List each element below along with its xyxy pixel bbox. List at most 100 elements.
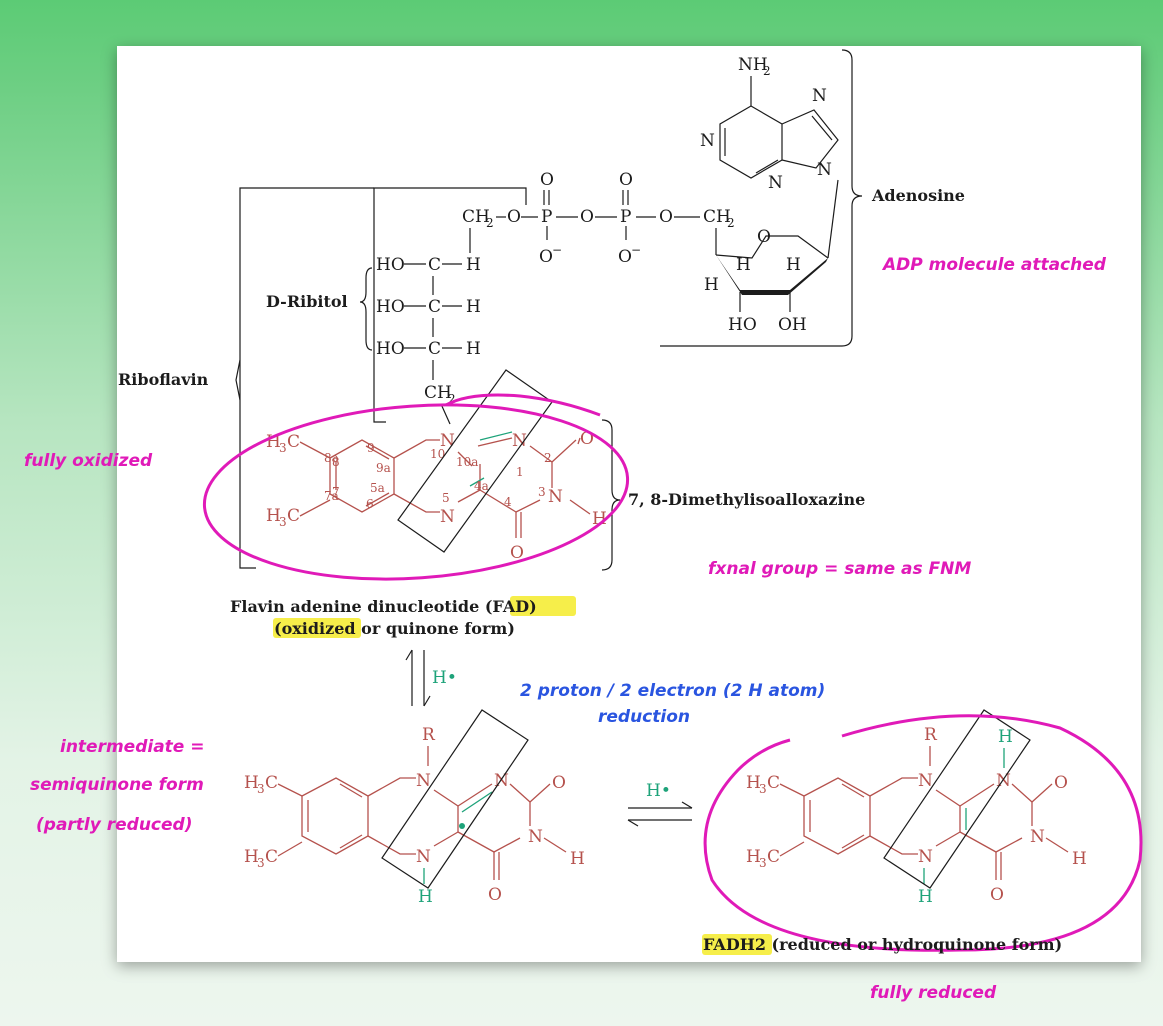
svg-text:3: 3 xyxy=(257,782,265,796)
svg-text:H: H xyxy=(592,509,607,529)
svg-text:N: N xyxy=(817,160,832,180)
svg-text:N: N xyxy=(918,847,933,867)
fad-title-text: Flavin adenine dinucleotide xyxy=(230,597,485,616)
svg-text:O: O xyxy=(619,170,633,190)
svg-text:H: H xyxy=(570,849,585,869)
svg-text:H: H xyxy=(418,887,433,907)
vertical-equilibrium-arrow xyxy=(405,649,431,707)
svg-text:CH: CH xyxy=(424,383,452,403)
svg-text:3: 3 xyxy=(279,441,287,455)
svg-text:C: C xyxy=(265,773,278,793)
svg-text:O: O xyxy=(539,247,553,267)
svg-text:C: C xyxy=(428,297,441,317)
svg-text:O: O xyxy=(990,885,1004,905)
svg-text:N: N xyxy=(812,86,827,106)
svg-text:CH: CH xyxy=(703,207,731,227)
reactive-site-box-fadh2 xyxy=(883,709,1031,889)
svg-text:5a: 5a xyxy=(370,481,385,495)
svg-text:N: N xyxy=(996,771,1011,791)
svg-text:H: H xyxy=(998,727,1013,747)
svg-text:2: 2 xyxy=(763,64,771,78)
svg-text:H: H xyxy=(918,887,933,907)
svg-text:C: C xyxy=(287,506,300,526)
svg-text:C: C xyxy=(767,847,780,867)
svg-text:P: P xyxy=(541,207,552,227)
d-ribitol-label: D-Ribitol xyxy=(266,292,348,311)
note-fully-reduced: fully reduced xyxy=(870,983,997,1003)
note-reduction-line1: 2 proton / 2 electron (2 H atom) xyxy=(520,681,825,701)
textbook-figure xyxy=(117,46,1141,962)
svg-text:C: C xyxy=(767,773,780,793)
note-partly-reduced: (partly reduced) xyxy=(36,815,192,835)
svg-text:N: N xyxy=(700,131,715,151)
svg-text:−: − xyxy=(631,243,641,257)
svg-text:O: O xyxy=(540,170,554,190)
svg-text:4: 4 xyxy=(504,495,512,509)
svg-text:2: 2 xyxy=(544,451,552,465)
note-reduction-line2: reduction xyxy=(598,707,690,727)
reactive-site-box-semiquinone xyxy=(381,709,529,889)
svg-text:H: H xyxy=(736,255,751,275)
svg-text:N: N xyxy=(768,173,783,193)
adenosine-label: Adenosine xyxy=(871,186,965,205)
svg-text:HO: HO xyxy=(376,255,405,275)
svg-text:C: C xyxy=(287,432,300,452)
svg-text:O: O xyxy=(757,227,771,247)
svg-text:7: 7 xyxy=(332,485,340,499)
svg-text:(oxidized or quinone form): (oxidized or quinone form) xyxy=(274,619,515,638)
svg-text:H: H xyxy=(244,847,259,867)
svg-text:3: 3 xyxy=(759,856,767,870)
fadh2-form-text: (reduced or hydroquinone form) xyxy=(766,935,1062,954)
note-intermediate: intermediate = xyxy=(60,737,205,757)
svg-text:N: N xyxy=(548,487,563,507)
svg-text:O: O xyxy=(659,207,673,227)
svg-text:3: 3 xyxy=(538,485,546,499)
svg-text:H: H xyxy=(466,297,481,317)
svg-text:2: 2 xyxy=(448,392,456,406)
svg-text:N: N xyxy=(918,771,933,791)
svg-text:O: O xyxy=(510,543,524,563)
phosphate-chain: CH2 O P O O− O P O O− O CH2 xyxy=(462,170,735,267)
svg-text:9: 9 xyxy=(367,441,375,455)
svg-text:R: R xyxy=(422,725,436,745)
svg-text:3: 3 xyxy=(759,782,767,796)
svg-text:FADH2 (reduced or hydroquinone: FADH2 (reduced or hydroquinone form) xyxy=(703,935,1062,954)
svg-text:CH: CH xyxy=(462,207,490,227)
h-radical-label-2: H• xyxy=(646,781,671,801)
svg-text:1: 1 xyxy=(516,465,524,479)
svg-text:N: N xyxy=(528,827,543,847)
fad-abbrev: (FAD) xyxy=(485,597,537,616)
svg-text:C: C xyxy=(428,339,441,359)
svg-text:HO: HO xyxy=(376,297,405,317)
isoalloxazine-label: 7, 8-Dimethylisoalloxazine xyxy=(628,490,865,509)
reduced-ring-circle xyxy=(703,714,1143,952)
svg-text:O: O xyxy=(618,247,632,267)
h-radical-label-1: H• xyxy=(432,668,457,688)
svg-text:10: 10 xyxy=(430,447,445,461)
note-adp-molecule: ADP molecule attached xyxy=(881,255,1107,275)
svg-text:3: 3 xyxy=(279,515,287,529)
svg-text:O: O xyxy=(488,885,502,905)
svg-text:6: 6 xyxy=(366,497,374,511)
svg-text:P: P xyxy=(620,207,631,227)
svg-text:C: C xyxy=(265,847,278,867)
svg-text:N: N xyxy=(1030,827,1045,847)
adenine-ring: NH2 N N N N xyxy=(700,55,839,193)
svg-text:R: R xyxy=(924,725,938,745)
svg-text:5: 5 xyxy=(442,491,450,505)
svg-text:10a: 10a xyxy=(456,455,478,469)
svg-text:H: H xyxy=(244,773,259,793)
svg-text:H: H xyxy=(1072,849,1087,869)
fad-form-text: or quinone form) xyxy=(356,619,515,638)
ribose-ring: O H H H HO OH xyxy=(704,179,839,335)
svg-text:O: O xyxy=(1054,773,1068,793)
svg-text:2: 2 xyxy=(486,216,494,230)
svg-text:N: N xyxy=(494,771,509,791)
note-fully-oxidized: fully oxidized xyxy=(24,451,153,471)
svg-text:−: − xyxy=(552,243,562,257)
svg-text:9a: 9a xyxy=(376,461,391,475)
note-functional-group: fxnal group = same as FNM xyxy=(708,559,971,579)
svg-text:O: O xyxy=(507,207,521,227)
